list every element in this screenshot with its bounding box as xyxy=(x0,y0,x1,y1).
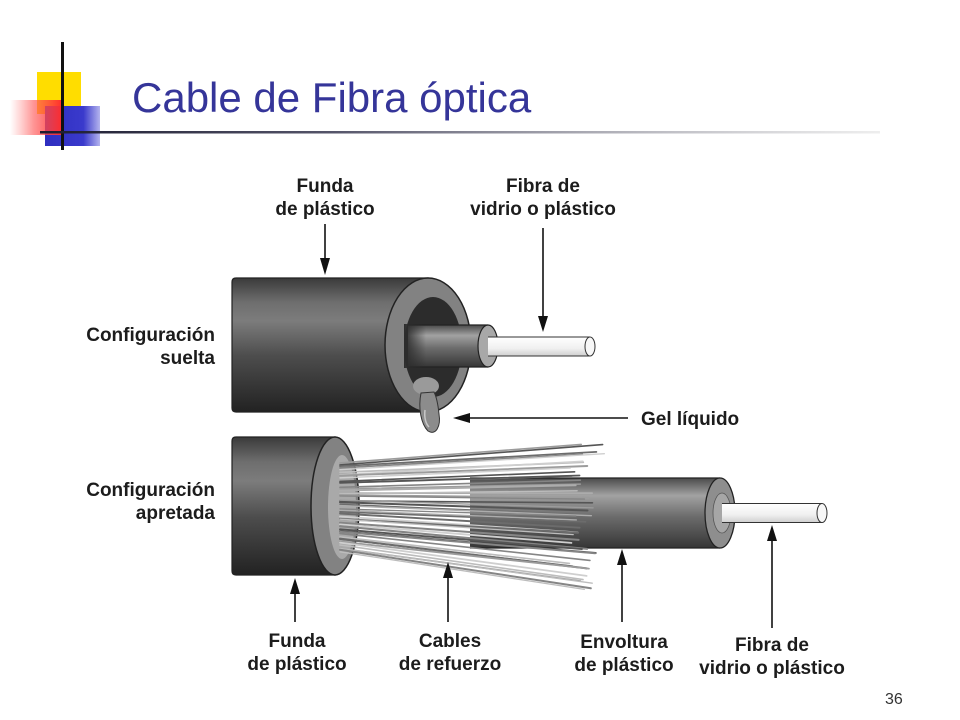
loose-cable xyxy=(231,277,596,433)
logo-red-square xyxy=(10,100,63,135)
arrow-buffer xyxy=(617,549,627,622)
strength-fiber xyxy=(338,525,589,550)
label-line: Envoltura xyxy=(580,632,668,653)
strength-fiber xyxy=(339,474,581,484)
strength-fiber xyxy=(338,521,580,541)
strength-fiber xyxy=(339,467,571,479)
strength-fiber xyxy=(339,460,584,476)
strength-fiber xyxy=(339,528,583,551)
loose-glass-fiber-outline xyxy=(488,336,590,357)
strength-fiber xyxy=(339,479,582,489)
label-gel: Gel líquido xyxy=(641,409,739,430)
label-line: de plástico xyxy=(574,655,673,676)
label-line: suelta xyxy=(160,348,215,369)
strength-fiber xyxy=(339,501,589,512)
label-line: Funda xyxy=(269,631,326,652)
logo-vertical-rule xyxy=(61,42,64,150)
arrow-bottom-fiber xyxy=(767,525,777,628)
label-line: de refuerzo xyxy=(399,654,501,675)
tight-glass-fiber-end xyxy=(816,503,828,523)
loose-inner-tube-shadow xyxy=(404,324,426,368)
strength-fiber xyxy=(339,518,574,536)
strength-fiber xyxy=(339,530,597,555)
arrow-gel xyxy=(453,413,628,423)
loose-cable-jacket xyxy=(231,277,429,413)
bottom-label-jacket: Funda de plástico xyxy=(247,631,346,675)
tight-cable-jacket xyxy=(231,436,336,576)
strength-fiber xyxy=(338,494,590,499)
strength-fiber xyxy=(339,509,578,521)
strength-fiber xyxy=(338,548,592,590)
strength-fiber xyxy=(339,483,582,490)
gel-drop xyxy=(419,391,440,433)
arrow-strength-cables xyxy=(443,562,453,622)
loose-glass-fiber-end xyxy=(584,336,596,357)
gel-drop-highlight xyxy=(424,409,430,428)
slide-title: Cable de Fibra óptica xyxy=(132,74,532,121)
tight-cable xyxy=(231,436,828,591)
strength-fiber xyxy=(339,504,593,517)
label-tight-configuration: Configuración apretada xyxy=(86,480,215,524)
gel-pool xyxy=(413,377,439,395)
strength-fiber xyxy=(339,508,577,517)
strength-fiber xyxy=(339,540,590,570)
tight-glass-fiber xyxy=(722,503,822,523)
top-label-fiber: Fibra de vidrio o plástico xyxy=(470,176,616,220)
label-line: de plástico xyxy=(275,199,374,220)
page-number: 36 xyxy=(885,691,903,708)
bottom-label-strength-cables: Cables de refuerzo xyxy=(399,631,501,675)
strength-fiber xyxy=(339,551,585,591)
strength-fiber xyxy=(339,453,605,471)
label-line: vidrio o plástico xyxy=(699,658,845,679)
strength-fiber xyxy=(339,453,584,469)
label-line: apretada xyxy=(136,503,216,524)
strength-fibers xyxy=(338,443,605,591)
bottom-label-buffer: Envoltura de plástico xyxy=(574,632,673,676)
strength-fiber xyxy=(339,532,591,562)
arrow-bottom-jacket xyxy=(290,578,300,622)
strength-fiber xyxy=(339,495,586,500)
bottom-label-fiber: Fibra de vidrio o plástico xyxy=(699,635,845,679)
tight-glass-fiber-outline xyxy=(722,503,822,523)
loose-glass-fiber xyxy=(488,337,590,356)
arrow-top-jacket xyxy=(320,224,330,275)
strength-fiber xyxy=(339,541,588,577)
top-label-jacket: Funda de plástico xyxy=(275,176,374,220)
strength-fiber xyxy=(339,503,574,515)
strength-fiber xyxy=(339,443,583,464)
label-loose-configuration: Configuración suelta xyxy=(86,325,215,369)
label-line: vidrio o plástico xyxy=(470,199,616,220)
strength-fiber xyxy=(339,544,584,581)
label-line: Fibra de xyxy=(506,176,580,197)
strength-fiber xyxy=(339,451,598,468)
strength-fiber xyxy=(339,547,593,584)
label-line: Configuración xyxy=(86,480,215,501)
title-underline-rule xyxy=(40,131,880,134)
strength-fiber xyxy=(339,484,577,492)
strength-fiber xyxy=(339,510,587,523)
arrows xyxy=(290,224,777,628)
strength-fiber xyxy=(339,443,604,466)
strength-fiber xyxy=(339,536,571,565)
strength-fiber xyxy=(339,490,578,495)
arrow-top-fiber xyxy=(538,228,548,332)
strength-fiber xyxy=(339,470,576,483)
strength-fiber xyxy=(339,523,573,544)
strength-fiber xyxy=(339,499,594,509)
label-line: Cables xyxy=(419,631,481,652)
label-line: de plástico xyxy=(247,654,346,675)
strength-fiber xyxy=(339,512,581,529)
label-line: Configuración xyxy=(86,325,215,346)
label-line: Funda xyxy=(297,176,354,197)
strength-fiber xyxy=(339,465,589,477)
label-line: Fibra de xyxy=(735,635,809,656)
